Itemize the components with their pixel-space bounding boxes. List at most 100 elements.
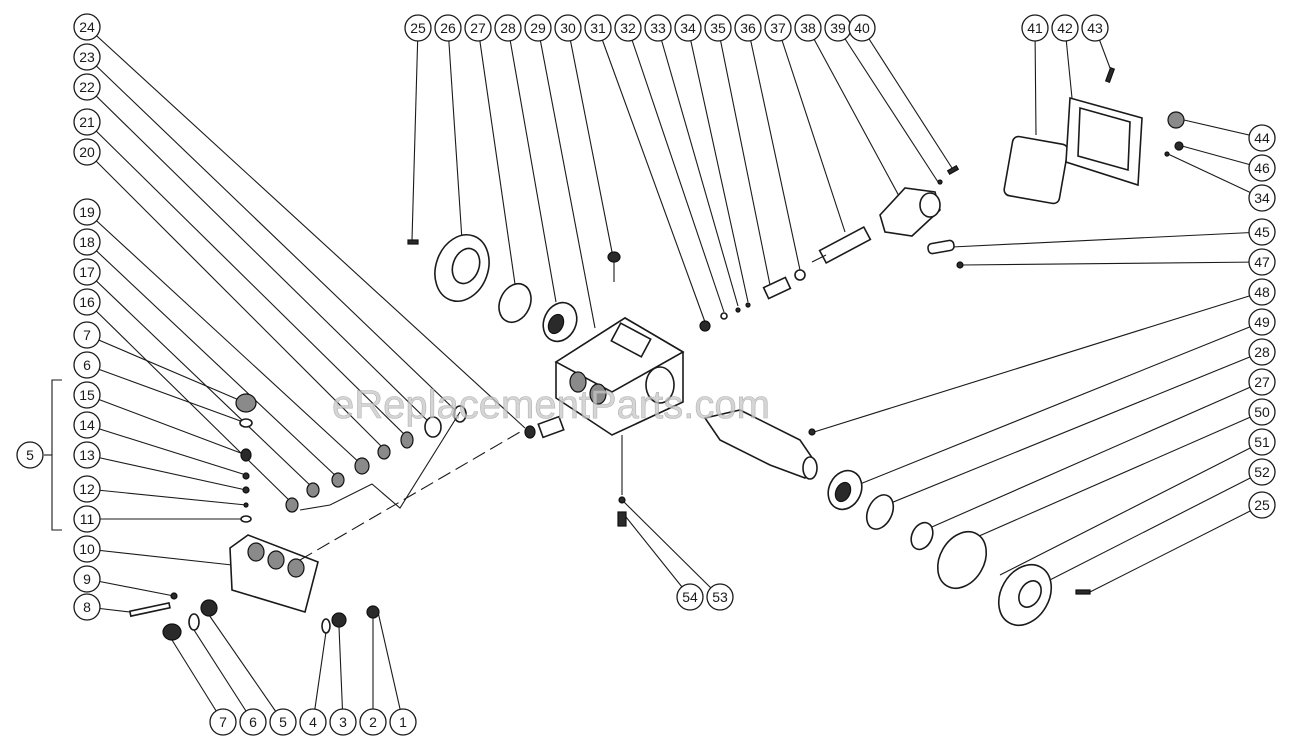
callout-32: 32 <box>614 14 642 42</box>
callout-circle <box>494 14 522 42</box>
callout-27: 27 <box>1248 368 1276 396</box>
pin-33 <box>735 307 741 313</box>
callout-circle <box>1248 248 1276 276</box>
callout-20: 20 <box>73 138 101 166</box>
callout-number: 5 <box>279 714 287 730</box>
callout-30: 30 <box>554 14 582 42</box>
callout-24: 24 <box>73 13 101 41</box>
callout-40: 40 <box>848 14 876 42</box>
callout-number: 48 <box>1254 284 1270 300</box>
callout-number: 27 <box>470 20 486 36</box>
callout-number: 4 <box>309 714 317 730</box>
callout-number: 34 <box>680 20 696 36</box>
callout-54: 54 <box>676 583 704 611</box>
callout-number: 27 <box>1254 374 1270 390</box>
callout-47: 47 <box>1248 248 1276 276</box>
callout-43: 43 <box>1081 14 1109 42</box>
leader-line <box>171 639 224 723</box>
callout-number: 3 <box>339 714 347 730</box>
callout-10: 10 <box>73 535 101 563</box>
callout-15: 15 <box>73 381 101 409</box>
callout-number: 7 <box>219 714 227 730</box>
callout-5: 5 <box>16 441 44 469</box>
callout-number: 36 <box>740 20 756 36</box>
callout-number: 28 <box>500 20 516 36</box>
leader-line <box>597 27 706 323</box>
callout-number: 44 <box>1254 130 1270 146</box>
leader-line <box>1089 504 1263 593</box>
callout-number: 7 <box>83 327 91 343</box>
callout-17: 17 <box>73 258 101 286</box>
rod-37 <box>811 226 872 264</box>
callout-circle <box>1248 338 1276 366</box>
callout-circle <box>73 258 101 286</box>
callout-28: 28 <box>494 14 522 42</box>
callout-number: 31 <box>590 20 606 36</box>
callout-circle <box>73 505 101 533</box>
callout-number: 26 <box>440 20 456 36</box>
callout-45: 45 <box>1248 218 1276 246</box>
callout-7: 7 <box>209 708 237 736</box>
leader-line <box>411 27 419 241</box>
callout-number: 16 <box>79 294 95 310</box>
callout-number: 49 <box>1254 314 1270 330</box>
callout-number: 19 <box>79 204 95 220</box>
callout-21: 21 <box>73 108 101 136</box>
callout-11: 11 <box>73 505 101 533</box>
pump-parts <box>44 66 1185 641</box>
callout-28: 28 <box>1248 338 1276 366</box>
callout-48: 48 <box>1248 278 1276 306</box>
callout-circle <box>1248 368 1276 396</box>
callout-circle <box>239 708 267 736</box>
callout-53: 53 <box>706 583 734 611</box>
callout-number: 9 <box>83 571 91 587</box>
callout-number: 52 <box>1254 464 1270 480</box>
leader-line <box>621 511 691 598</box>
callout-number: 47 <box>1254 254 1270 270</box>
leader-line <box>885 351 1263 506</box>
callout-number: 28 <box>1254 344 1270 360</box>
callout-3: 3 <box>329 708 357 736</box>
callout-number: 1 <box>399 714 407 730</box>
callout-circle <box>73 441 101 469</box>
callout-50: 50 <box>1248 398 1276 426</box>
callout-circle <box>73 288 101 316</box>
callout-42: 42 <box>1051 14 1079 42</box>
callout-23: 23 <box>73 43 101 71</box>
callout-number: 30 <box>560 20 576 36</box>
callout-circle <box>209 708 237 736</box>
leader-line <box>86 271 314 489</box>
callout-number: 24 <box>79 19 95 35</box>
callout-circle <box>706 583 734 611</box>
flange-part-52 <box>997 564 1053 626</box>
leader-line <box>86 394 247 456</box>
leader-line <box>999 441 1263 576</box>
leader-line <box>777 27 846 233</box>
callout-circle <box>73 73 101 101</box>
callout-circle <box>1248 458 1276 486</box>
callout-number: 51 <box>1254 434 1270 450</box>
leader-line <box>86 488 247 506</box>
leader-line <box>687 27 749 303</box>
leader-line <box>86 56 456 411</box>
leader-line <box>86 424 247 476</box>
callout-number: 50 <box>1254 404 1270 420</box>
leader-line <box>338 626 344 723</box>
callout-number: 53 <box>712 589 728 605</box>
callout-25: 25 <box>1248 491 1276 519</box>
callout-number: 6 <box>83 357 91 373</box>
callout-number: 32 <box>620 20 636 36</box>
callout-22: 22 <box>73 73 101 101</box>
washer-32 <box>720 312 728 320</box>
leader-line <box>813 291 1263 433</box>
callout-number: 13 <box>79 447 95 463</box>
callout-number: 14 <box>79 417 95 433</box>
callout-circle <box>584 14 612 42</box>
leader-line <box>507 27 557 303</box>
callout-number: 33 <box>650 20 666 36</box>
callout-circle <box>674 14 702 42</box>
callout-37: 37 <box>764 14 792 42</box>
callout-circle <box>644 14 672 42</box>
callout-number: 22 <box>79 79 95 95</box>
